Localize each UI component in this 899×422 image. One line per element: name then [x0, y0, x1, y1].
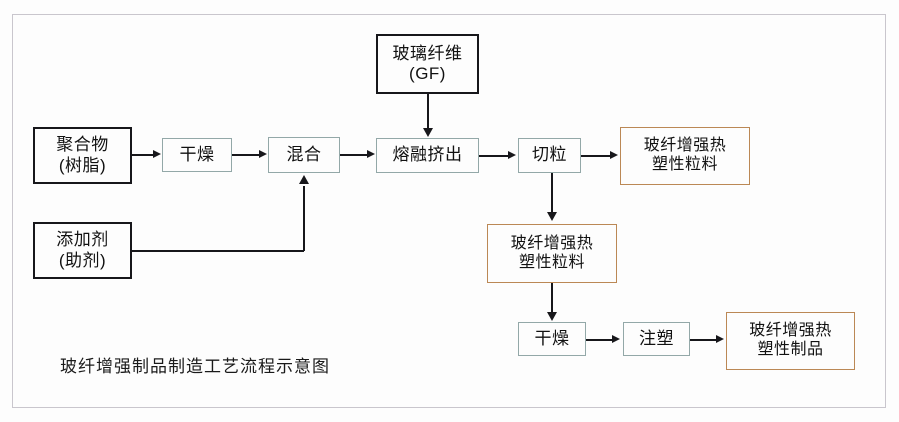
arrow-down-icon [547, 212, 557, 221]
node-pellet-feed[interactable]: 玻纤增强热 塑性粒料 [487, 224, 617, 283]
node-injection[interactable]: 注塑 [623, 322, 690, 356]
edge-mixing-to-extrusion [340, 154, 368, 156]
edge-polymer-to-drying1 [132, 154, 154, 156]
node-additive[interactable]: 添加剂 (助剂) [33, 222, 132, 279]
edge-additive-to-mixing-vertical [303, 186, 305, 251]
node-drying-2[interactable]: 干燥 [518, 322, 586, 356]
arrow-down-icon [423, 128, 433, 137]
arrow-right-icon [367, 150, 375, 158]
arrow-right-icon [612, 335, 620, 343]
edge-drying2-to-injection [586, 339, 613, 341]
edge-additive-to-mixing-horizontal [132, 250, 304, 252]
edge-pelletize-to-feed [551, 173, 553, 215]
node-drying-1[interactable]: 干燥 [162, 138, 232, 172]
edge-gf-to-extrusion [427, 94, 429, 130]
node-final-product[interactable]: 玻纤增强热 塑性制品 [726, 312, 855, 370]
arrow-down-icon [547, 312, 557, 321]
edge-pelletize-to-product [581, 155, 611, 157]
diagram-frame [12, 14, 886, 408]
arrow-up-icon [299, 175, 309, 184]
node-pelletizing[interactable]: 切粒 [518, 138, 581, 173]
node-polymer[interactable]: 聚合物 (树脂) [33, 127, 132, 184]
arrow-right-icon [153, 150, 161, 158]
arrow-right-icon [716, 335, 724, 343]
node-mixing[interactable]: 混合 [268, 137, 340, 173]
edge-drying1-to-mixing [232, 154, 260, 156]
diagram-caption: 玻纤增强制品制造工艺流程示意图 [60, 357, 330, 376]
arrow-right-icon [259, 150, 267, 158]
node-melt-extrusion[interactable]: 熔融挤出 [376, 138, 479, 173]
node-glass-fiber[interactable]: 玻璃纤维 (GF) [376, 34, 479, 94]
edge-injection-to-final [690, 339, 717, 341]
edge-extrusion-to-pelletize [479, 155, 509, 157]
arrow-right-icon [508, 151, 516, 159]
edge-feed-to-drying2 [551, 283, 553, 314]
node-pellet-product[interactable]: 玻纤增强热 塑性粒料 [620, 127, 750, 185]
arrow-right-icon [610, 151, 618, 159]
